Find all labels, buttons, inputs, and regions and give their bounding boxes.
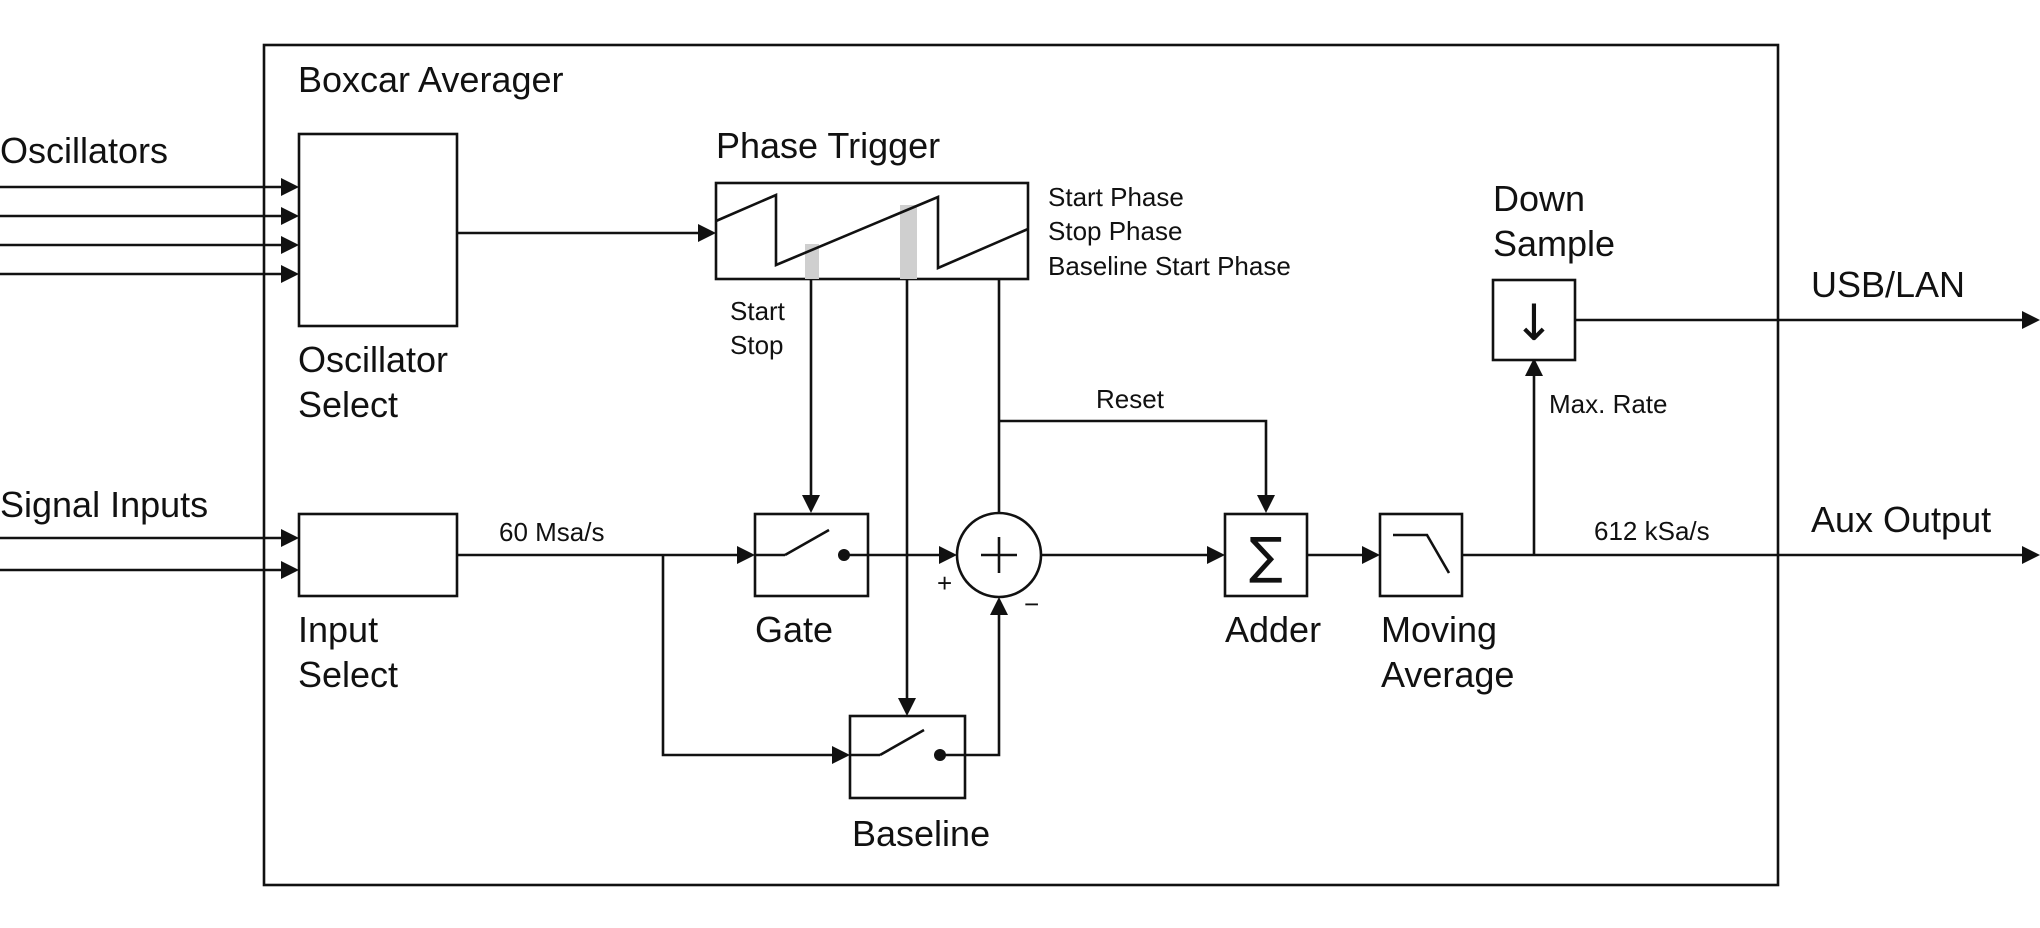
moving-average-block — [1378, 512, 1464, 598]
start-label: Start — [730, 296, 786, 326]
branch-to-baseline-arrowhead — [832, 746, 850, 764]
down-arrow-icon: ↓ — [1513, 294, 1555, 352]
reset-arrowhead — [1257, 495, 1275, 513]
signal-input-arrows — [0, 529, 299, 579]
down-sample-label-line2: Sample — [1493, 223, 1615, 264]
lowpass-filter-icon — [1393, 533, 1451, 574]
input-to-gate-arrowhead — [737, 546, 755, 564]
baseline-window-shade — [900, 205, 917, 279]
osc-to-phase-arrowhead — [698, 224, 716, 242]
usb-lan-label: USB/LAN — [1811, 264, 1965, 305]
phase-param-stop: Stop Phase — [1048, 216, 1182, 246]
output-rate-label: 612 kSa/s — [1594, 516, 1710, 546]
phase-sawtooth-icon — [715, 193, 1029, 270]
oscillator-select-label-line2: Select — [298, 384, 398, 425]
gate-to-sum-arrowhead — [939, 546, 957, 564]
oscillators-label: Oscillators — [0, 130, 168, 171]
down-sample-label-line1: Down — [1493, 178, 1585, 219]
start-stop-arrowhead — [802, 495, 820, 513]
diagram-title: Boxcar Averager — [298, 59, 563, 100]
baseline-switch-icon — [850, 728, 965, 761]
sum-icon: ∑ — [1249, 527, 1283, 585]
moving-average-label-line2: Average — [1381, 654, 1514, 695]
phase-trigger-label: Phase Trigger — [716, 125, 940, 166]
baseline-to-sum-arrowhead — [990, 597, 1008, 615]
phase-trigger-block — [714, 181, 1030, 281]
input-select-block — [297, 512, 459, 598]
input-rate-label: 60 Msa/s — [499, 517, 605, 547]
oscillator-select-label-line1: Oscillator — [298, 339, 448, 380]
aux-output-arrowhead — [2022, 546, 2040, 564]
branch-to-baseline-line — [661, 555, 833, 757]
baseline-label: Baseline — [852, 813, 990, 854]
boxcar-averager-frame — [262, 43, 1780, 887]
reset-label: Reset — [1096, 384, 1165, 414]
input-select-label-line1: Input — [298, 609, 378, 650]
signal-inputs-label: Signal Inputs — [0, 484, 208, 525]
aux-output-label: Aux Output — [1811, 499, 1991, 540]
adder-to-ma-arrowhead — [1362, 546, 1380, 564]
down-sample-block — [1491, 278, 1577, 362]
max-rate-label: Max. Rate — [1549, 389, 1668, 419]
reset-line — [999, 419, 1268, 496]
oscillator-select-block — [297, 132, 459, 328]
plus-sign-label: + — [937, 568, 952, 598]
input-select-label-line2: Select — [298, 654, 398, 695]
stop-label: Stop — [730, 330, 784, 360]
baseline-to-sum-line — [965, 613, 1001, 757]
phase-param-start: Start Phase — [1048, 182, 1184, 212]
minus-sign-label: − — [1024, 589, 1039, 619]
oscillator-input-arrows — [0, 178, 299, 283]
phase-param-baseline-start: Baseline Start Phase — [1048, 251, 1291, 281]
sum-to-adder-arrowhead — [1207, 546, 1225, 564]
downsample-arrowhead — [1525, 358, 1543, 376]
moving-average-label-line1: Moving — [1381, 609, 1497, 650]
gate-switch-icon — [755, 528, 868, 561]
baseline-trigger-arrowhead — [898, 698, 916, 716]
baseline-block — [848, 714, 967, 800]
adder-label: Adder — [1225, 609, 1321, 650]
usb-lan-arrowhead — [2022, 311, 2040, 329]
gate-label: Gate — [755, 609, 833, 650]
